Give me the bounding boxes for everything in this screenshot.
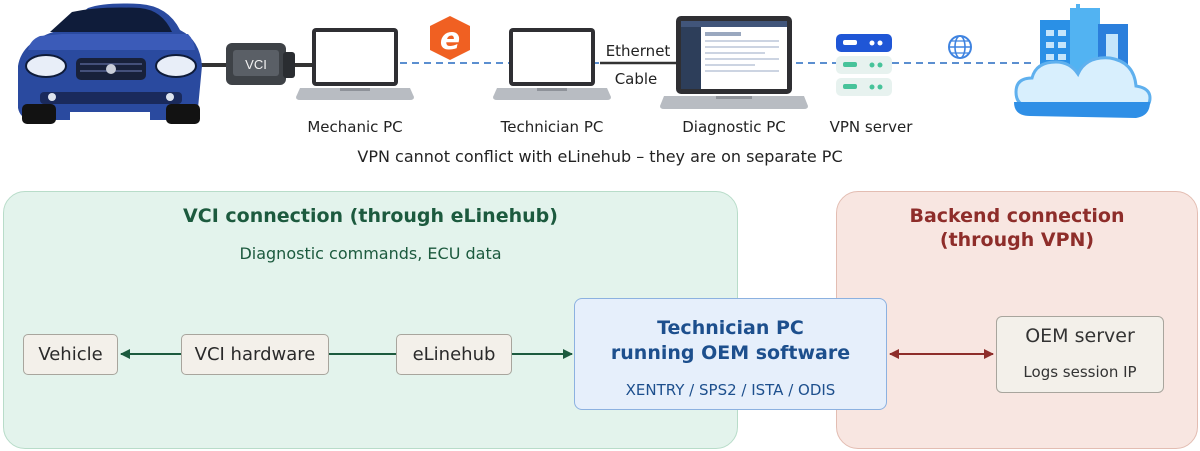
vci-hardware-box: VCI hardware xyxy=(181,334,329,375)
network-illustration: VCI e xyxy=(18,3,1152,124)
cable-label: Cable xyxy=(614,70,658,88)
mechanic-pc-label: Mechanic PC xyxy=(307,118,403,136)
backend-panel-title: Backend connection (through VPN) xyxy=(836,204,1198,252)
technician-title-line2: running OEM software xyxy=(610,342,851,364)
elinehub-logo-icon: e xyxy=(430,16,470,60)
vci-panel-subtitle: Diagnostic commands, ECU data xyxy=(239,244,502,263)
vehicle-label: Vehicle xyxy=(38,344,103,365)
globe-icon xyxy=(948,35,972,59)
oem-software-list: XENTRY / SPS2 / ISTA / ODIS xyxy=(625,381,836,399)
cloud-city-icon xyxy=(1014,4,1152,118)
technician-laptop-icon xyxy=(493,28,611,100)
backend-title-line1: Backend connection xyxy=(909,205,1125,227)
technician-pc-title: Technician PC running OEM software xyxy=(575,316,886,366)
diagnostic-pc-label: Diagnostic PC xyxy=(682,118,786,136)
ethernet-label: Ethernet xyxy=(605,42,671,60)
diagnostic-laptop-icon xyxy=(660,16,808,109)
backend-title-line2: (through VPN) xyxy=(939,229,1095,251)
vci-device-icon: VCI xyxy=(226,43,295,85)
oem-server-subtitle: Logs session IP xyxy=(1023,363,1137,381)
vehicle-box: Vehicle xyxy=(23,334,118,375)
elinehub-box: eLinehub xyxy=(396,334,512,375)
technician-pc-label: Technician PC xyxy=(500,118,604,136)
elinehub-logo-letter: e xyxy=(440,22,460,57)
oem-server-box: OEM server Logs session IP xyxy=(996,316,1164,393)
vpn-server-icon xyxy=(836,34,892,96)
technician-title-line1: Technician PC xyxy=(657,317,804,339)
technician-pc-box: Technician PC running OEM software XENTR… xyxy=(574,298,887,410)
mechanic-laptop-icon xyxy=(296,28,414,100)
elinehub-label: eLinehub xyxy=(412,344,496,365)
vci-panel-title: VCI connection (through eLinehub) xyxy=(183,205,558,227)
car-icon xyxy=(18,3,202,124)
vci-hardware-label: VCI hardware xyxy=(194,344,316,365)
vpn-server-label: VPN server xyxy=(829,118,913,136)
oem-server-title: OEM server xyxy=(1025,325,1135,347)
vci-device-label: VCI xyxy=(245,57,267,72)
separation-caption: VPN cannot conflict with eLinehub – they… xyxy=(357,147,843,166)
